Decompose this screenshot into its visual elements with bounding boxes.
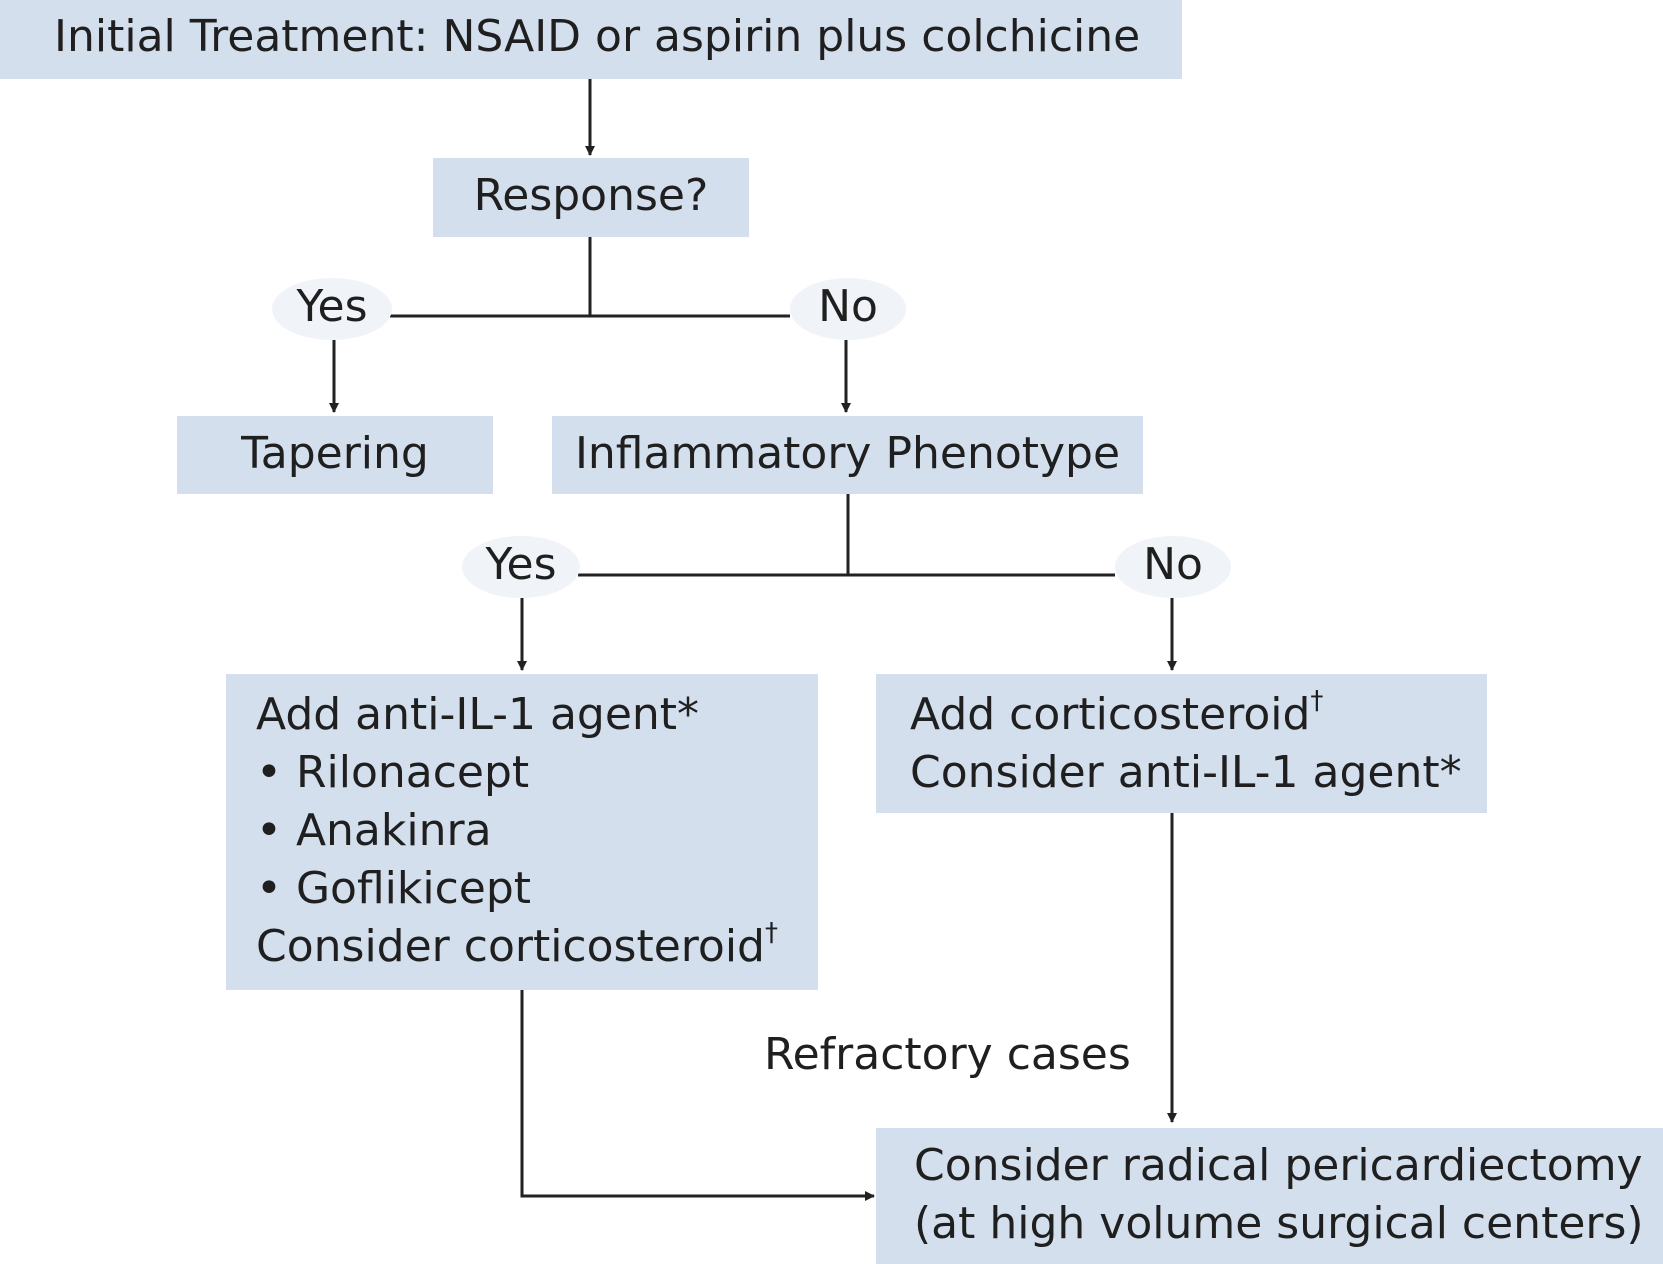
consider-corticosteroid-line: Consider corticosteroid† [256, 918, 778, 976]
anakinra-item: • Anakinra [256, 805, 492, 856]
corticosteroid-lines: Add corticosteroid† Consider anti-IL-1 a… [910, 686, 1462, 802]
branch1-no-oval [790, 278, 906, 340]
anti-il1-list: Add anti-IL-1 agent* • Rilonacept • Anak… [256, 686, 778, 976]
inflammatory-phenotype-text: Inflammatory Phenotype [574, 428, 1121, 479]
consider-corticosteroid-text: Consider corticosteroid [256, 921, 765, 972]
initial-treatment-box: Initial Treatment: NSAID or aspirin plus… [0, 0, 1182, 79]
anti-il1-treatment-box: Add anti-IL-1 agent* • Rilonacept • Anak… [226, 674, 818, 990]
pericardiectomy-box: Consider radical pericardiectomy (at hig… [876, 1128, 1663, 1264]
refractory-cases-label: Refractory cases [764, 1029, 1131, 1080]
pericardiectomy-line1: Consider radical pericardiectomy [914, 1140, 1643, 1191]
branch2-no-label: No [1143, 539, 1203, 590]
add-anti-il1-line: Add anti-IL-1 agent* [256, 689, 700, 740]
response-box: Response? [433, 158, 749, 237]
branch2-yes-label: Yes [485, 539, 557, 590]
tapering-box: Tapering [177, 416, 493, 494]
branch2-yes-oval [462, 536, 580, 598]
consider-anti-il1-line: Consider anti-IL-1 agent* [910, 747, 1462, 798]
pericardiectomy-lines: Consider radical pericardiectomy (at hig… [914, 1137, 1644, 1253]
branch1-yes-oval [272, 278, 392, 340]
add-corticosteroid-text: Add corticosteroid [910, 689, 1311, 740]
tapering-text: Tapering [241, 428, 429, 479]
goflikicept-item: • Goflikicept [256, 863, 532, 914]
inflammatory-phenotype-box: Inflammatory Phenotype [552, 416, 1143, 494]
connector-left-box-to-final [520, 990, 875, 1201]
dagger-footnote-mark: † [1310, 686, 1324, 717]
dagger-footnote-mark: † [765, 918, 778, 949]
initial-treatment-text: Initial Treatment: NSAID or aspirin plus… [54, 11, 1141, 62]
pericardiectomy-line2: (at high volume surgical centers) [914, 1198, 1644, 1249]
response-text: Response? [473, 170, 709, 221]
add-corticosteroid-line: Add corticosteroid† [910, 686, 1462, 744]
branch2-no-oval [1115, 536, 1231, 598]
rilonacept-item: • Rilonacept [256, 747, 530, 798]
corticosteroid-treatment-box: Add corticosteroid† Consider anti-IL-1 a… [876, 674, 1487, 813]
branch1-yes-label: Yes [296, 281, 368, 332]
branch1-no-label: No [818, 281, 878, 332]
